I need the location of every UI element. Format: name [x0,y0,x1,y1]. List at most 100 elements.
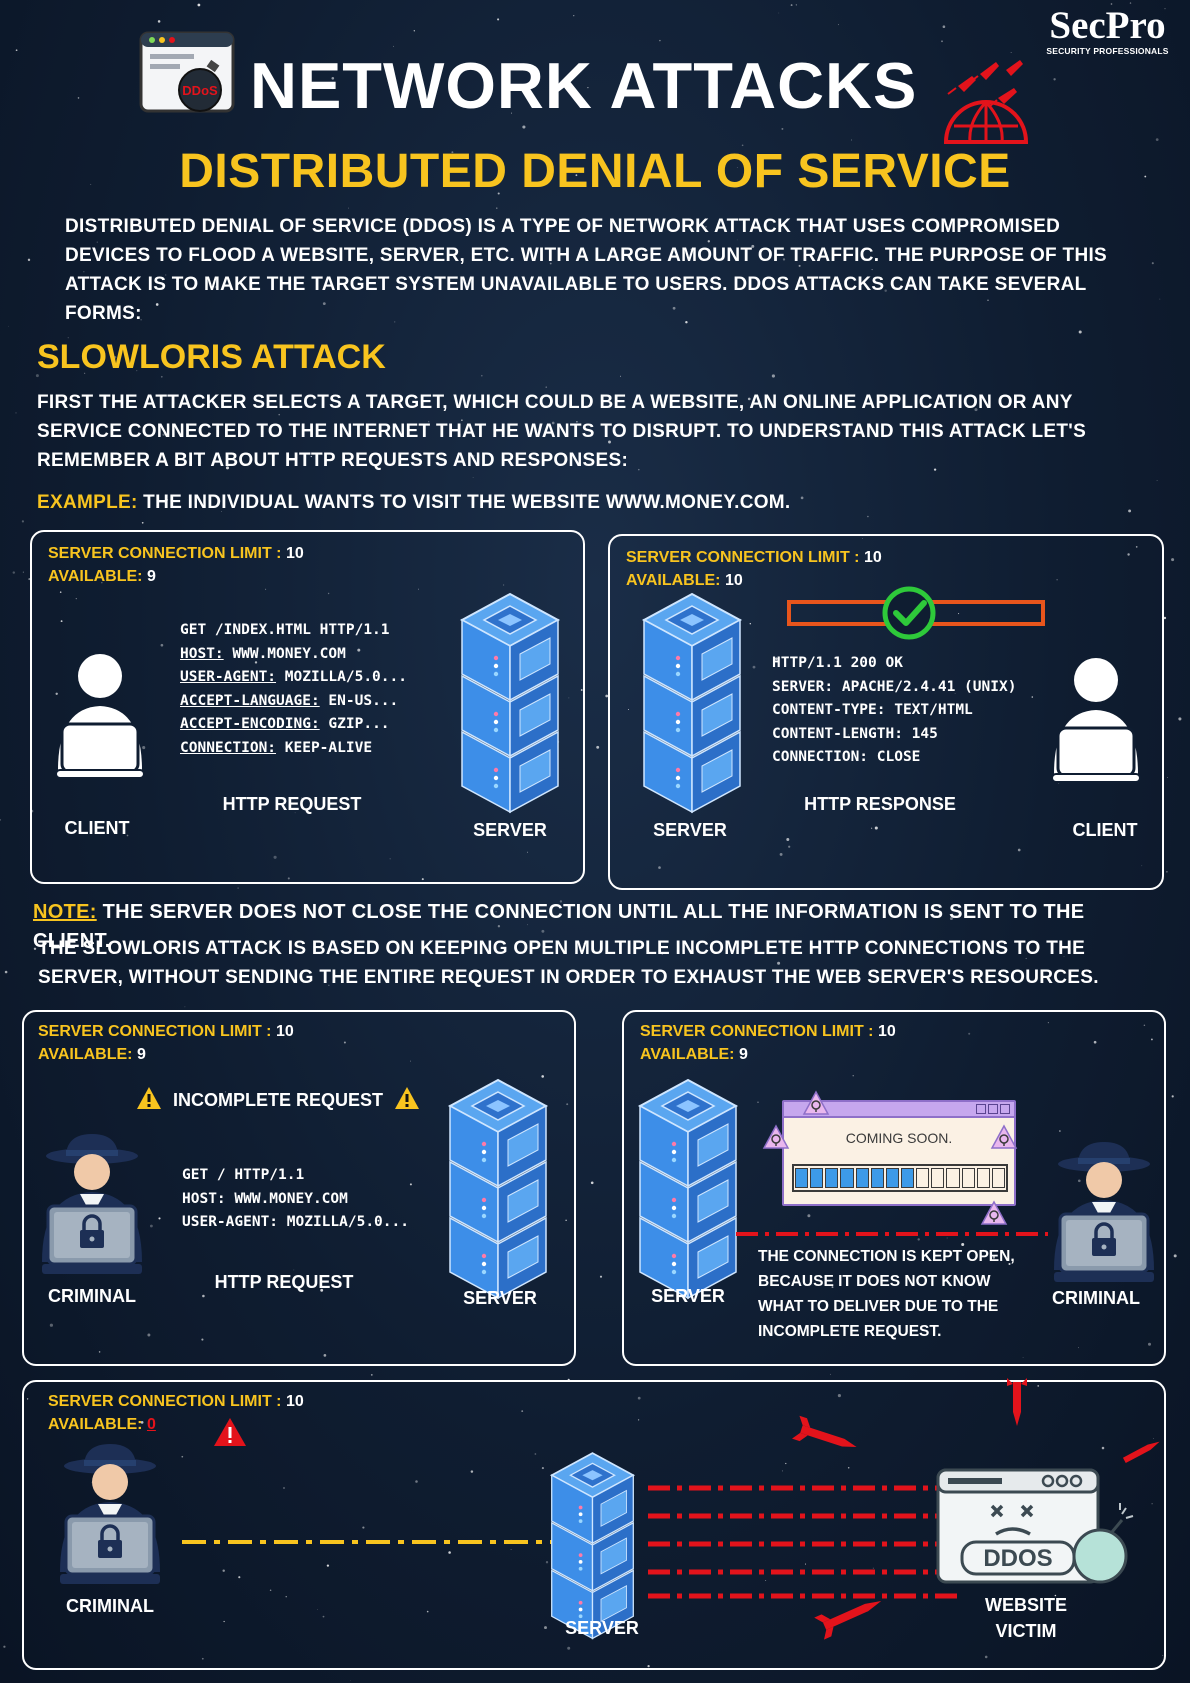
http-request-text: GET /INDEX.HTML HTTP/1.1 HOST: WWW.MONEY… [180,619,407,760]
alert-bell-icons [762,1090,1018,1225]
label-server: SERVER [653,820,727,840]
label-server: SERVER [473,820,547,840]
caption-http-request: HTTP REQUEST [222,794,362,814]
caption-http-response: HTTP RESPONSE [804,794,956,814]
secpro-logo: SecPro SECURITY PROFESSIONALS [1035,4,1180,57]
label-client: CLIENT [1072,820,1138,840]
request-header-line: ACCEPT-ENCODING: GZIP... [180,716,390,732]
label-server: SERVER [463,1288,537,1308]
server-icon [641,592,743,814]
warning-icon [137,1087,161,1109]
window-text: COMING SOON. [845,1130,953,1146]
available-value: 9 [738,1046,748,1063]
connection-stats: SERVER CONNECTION LIMIT : 10 AVAILABLE: … [48,1393,304,1433]
panel-resources-exhausted: SERVER CONNECTION LIMIT : 10 AVAILABLE: … [22,1378,1166,1670]
example-text: THE INDIVIDUAL WANTS TO VISIT THE WEBSIT… [143,492,791,513]
progress-segment [931,1168,945,1188]
progress-segment [825,1168,839,1188]
red-flood-connections [648,1485,958,1599]
text-line: USER-AGENT: MOZILLA/5.0... [182,1214,409,1230]
progress-segment [961,1168,975,1188]
slowloris-explain: THE SLOWLORIS ATTACK IS BASED ON KEEPING… [38,938,1099,988]
server-icon [447,1078,549,1300]
incomplete-warning: INCOMPLETE REQUEST [136,1086,420,1111]
section-paragraph: FIRST THE ATTACKER SELECTS A TARGET, WHI… [37,392,1087,471]
panel-http-response: SERVER CONNECTION LIMIT : 10 AVAILABLE: … [608,534,1164,890]
text-line: GET / HTTP/1.1 [182,1167,305,1183]
loading-window: COMING SOON. [782,1100,1016,1206]
server-icon [459,592,561,814]
label-server: SERVER [651,1286,725,1306]
note-text: THE SERVER DOES NOT CLOSE THE CONNECTION… [33,901,1085,952]
available-value: 9 [146,568,156,585]
limit-value: 10 [285,1393,304,1410]
criminal-hacker-icon [1054,1142,1154,1282]
limit-value: 10 [877,1023,896,1040]
note-label: NOTE: [33,901,97,923]
progress-segment [976,1168,990,1188]
rocket-icon [1007,1378,1027,1426]
limit-value: 10 [863,549,882,566]
progress-segment [855,1168,869,1188]
http-response-text: HTTP/1.1 200 OK SERVER: APACHE/2.4.41 (UN… [772,652,1016,770]
progress-segment [870,1168,884,1188]
label-criminal: CRIMINAL [66,1596,154,1616]
progress-segment [916,1168,930,1188]
panel-http-request: SERVER CONNECTION LIMIT : 10 AVAILABLE: … [30,530,585,884]
label-client: CLIENT [64,818,130,838]
section-heading: SLOWLORIS ATTACK [37,338,386,376]
request-header-line: CONNECTION: KEEP-ALIVE [180,739,373,756]
progress-segment [795,1168,809,1188]
text-line: HOST: WWW.MONEY.COM [182,1190,348,1207]
client-person-icon [1051,658,1141,783]
server-icon [637,1078,739,1300]
request-header-line: HOST: WWW.MONEY.COM [180,645,346,662]
page-title: NETWORK ATTACKS [250,49,918,122]
panel-incomplete-request: SERVER CONNECTION LIMIT : 10 AVAILABLE: … [22,1010,576,1366]
window-titlebar [784,1102,1014,1118]
text-line: CONNECTION: CLOSE [772,749,921,765]
globe-rockets-icon [943,60,1029,144]
progress-segment [885,1168,899,1188]
server-icon [549,1452,636,1640]
text-line: CONTENT-TYPE: TEXT/HTML [772,702,973,718]
yellow-dash-connection [182,1540,582,1544]
connection-stats: SERVER CONNECTION LIMIT : 10 AVAILABLE: … [48,545,304,585]
available-value: 9 [136,1046,146,1063]
label-criminal: CRIMINAL [48,1286,136,1306]
progress-bar [792,1164,1008,1192]
progress-segment [900,1168,915,1188]
logo-text: SecPro [1049,4,1166,47]
logo-tagline: SECURITY PROFESSIONALS [1046,46,1169,56]
panel-connection-open: SERVER CONNECTION LIMIT : 10 AVAILABLE: … [622,1010,1166,1366]
progress-segment [810,1168,824,1188]
example-label: EXAMPLE: [37,492,138,513]
response-bar-check-icon [787,586,1045,640]
available-value: 10 [724,572,743,589]
limit-value: 10 [285,545,304,562]
icon-badge: DDoS [182,83,218,98]
warning-icon [395,1087,420,1109]
label-website-victim: WEBSITE VICTIM [984,1595,1067,1641]
criminal-hacker-icon [60,1444,160,1584]
rocket-icon [814,1600,882,1640]
connection-kept-note: THE CONNECTION IS KEPT OPEN, BECAUSE IT … [758,1248,1015,1340]
red-alert-icon [214,1418,246,1446]
connection-stats: SERVER CONNECTION LIMIT : 10 AVAILABLE: … [640,1023,896,1063]
progress-segment [840,1168,854,1188]
rocket-icon [1122,1441,1160,1464]
victim-badge: DDOS [983,1545,1052,1572]
example-line: EXAMPLE: THE INDIVIDUAL WANTS TO VISIT T… [37,488,1137,517]
client-person-icon [55,654,145,779]
progress-segment [946,1168,960,1188]
text-line: SERVER: APACHE/2.4.41 (UNIX) [772,678,1017,695]
website-victim-icon: DDOS [936,1468,1134,1584]
available-value: 0 [146,1416,156,1433]
page-subtitle: DISTRIBUTED DENIAL OF SERVICE [179,145,1011,198]
text-line: CONTENT-LENGTH: 145 [772,725,938,742]
request-header-line: ACCEPT-LANGUAGE: EN-US... [180,692,399,709]
label-server: SERVER [565,1618,639,1638]
text-line: HTTP/1.1 200 OK [772,655,903,671]
